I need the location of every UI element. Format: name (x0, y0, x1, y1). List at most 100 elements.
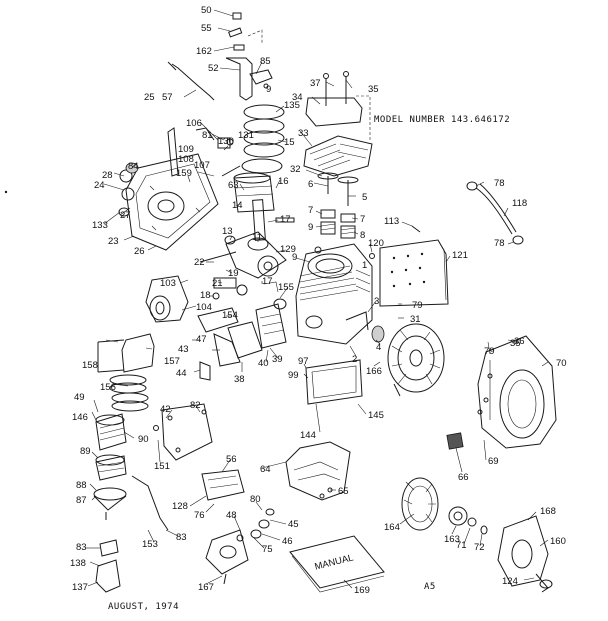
callout: 88 (76, 480, 87, 491)
callout: 156 (100, 382, 116, 393)
callout: 64 (260, 464, 271, 475)
callout: 90 (138, 434, 149, 445)
cylinder-head-drawing (303, 135, 373, 177)
starter-drawing (401, 477, 553, 593)
callout: 160 (550, 536, 566, 547)
callout: 22 (194, 257, 205, 268)
callout: 99 (288, 370, 299, 381)
valve-cover-drawing (305, 71, 371, 140)
callout: 35 (368, 84, 379, 95)
callout: 124 (502, 576, 518, 587)
air-cleaner-drawing (93, 275, 189, 520)
callout: 9 (308, 222, 313, 233)
callout: 5 (362, 192, 367, 203)
crankshaft-drawing (199, 231, 287, 300)
callout: 162 (196, 46, 212, 57)
callout: 82 (190, 400, 201, 411)
callout: 80 (250, 494, 261, 505)
margin-dot (4, 190, 8, 194)
callout: 42 (160, 404, 171, 415)
callout: 71 (456, 540, 467, 551)
callout: 28 (102, 170, 113, 181)
callout: 33 (298, 128, 309, 139)
model-number-heading: MODEL NUMBER 143.646172 (374, 115, 510, 125)
callout: 48 (226, 510, 237, 521)
callout: 57 (162, 92, 173, 103)
callout: 133 (92, 220, 108, 231)
callout: 153 (142, 539, 158, 550)
manual-cover-text: MANUAL (314, 552, 355, 572)
callout: 138 (70, 558, 86, 569)
callout: 44 (176, 368, 187, 379)
callout: 35 (510, 338, 521, 349)
callout: 83 (76, 542, 87, 553)
callout: 168 (540, 506, 556, 517)
callout: 107 (194, 160, 210, 171)
governor-linkage-drawing (167, 12, 273, 101)
flywheel-drawing (371, 323, 445, 397)
callout: 66 (458, 472, 469, 483)
callout: 146 (72, 412, 88, 423)
callout: 25 (144, 92, 155, 103)
callout: 109 (178, 144, 194, 155)
callout: 154 (222, 310, 238, 321)
callout: 108 (178, 154, 194, 165)
callout: 27 (120, 210, 131, 221)
callout: 164 (384, 522, 400, 533)
blower-housing-drawing (446, 335, 557, 450)
callout: 14 (232, 200, 243, 211)
callout: 2 (352, 354, 357, 365)
callout: 166 (366, 366, 382, 377)
callout: 78 (494, 238, 505, 249)
callout: 50 (201, 5, 212, 16)
callout: 121 (452, 250, 468, 261)
leader-lines (86, 9, 549, 589)
callout: 6 (308, 179, 313, 190)
callout: 76 (194, 510, 205, 521)
callout-labels: 50 55 162 52 85 9 25 57 37 35 34 135 106… (70, 5, 567, 596)
callout: 118 (512, 198, 527, 209)
callout: 72 (474, 542, 485, 553)
callout: 17 (262, 276, 273, 287)
owners-manual: MANUAL (289, 535, 385, 593)
callout: 56 (226, 454, 237, 465)
callout: 129 (280, 244, 296, 255)
callout: 37 (310, 78, 321, 89)
callout: 163 (444, 534, 460, 545)
callout: 81 (202, 130, 213, 141)
callout: 43 (178, 344, 189, 355)
callout: 16 (278, 176, 289, 187)
callout: 34 (292, 92, 303, 103)
callout: 69 (488, 456, 499, 467)
callout: 13 (222, 226, 233, 237)
callout: 36 (514, 336, 525, 347)
callout: 70 (556, 358, 567, 369)
callout: 17 (280, 214, 291, 225)
crankcase-cover-drawing (118, 127, 219, 251)
date-footer: AUGUST, 1974 (108, 602, 179, 612)
callout: 84 (128, 161, 139, 172)
baffle-drawing (285, 359, 363, 501)
callout: 52 (208, 63, 219, 74)
callout: 3 (374, 296, 379, 307)
callout: 1 (362, 260, 367, 271)
callout: 104 (196, 302, 212, 313)
page-code: A5 (424, 582, 436, 592)
fuel-line-drawing (466, 181, 524, 245)
callout: 167 (198, 582, 214, 593)
callout: 9 (266, 84, 271, 95)
callout: 47 (196, 334, 207, 345)
callout: 157 (164, 356, 180, 367)
callout: 135 (284, 100, 300, 111)
callout: 9 (292, 252, 297, 263)
callout: 128 (172, 501, 188, 512)
callout: 103 (160, 278, 176, 289)
callout: 18 (200, 290, 211, 301)
piston-rings-drawing (241, 104, 285, 174)
callout: 137 (72, 582, 88, 593)
callout: 26 (134, 246, 145, 257)
carburetor-drawing (95, 303, 287, 593)
callout: 159 (176, 168, 192, 179)
callout: 106 (186, 118, 202, 129)
